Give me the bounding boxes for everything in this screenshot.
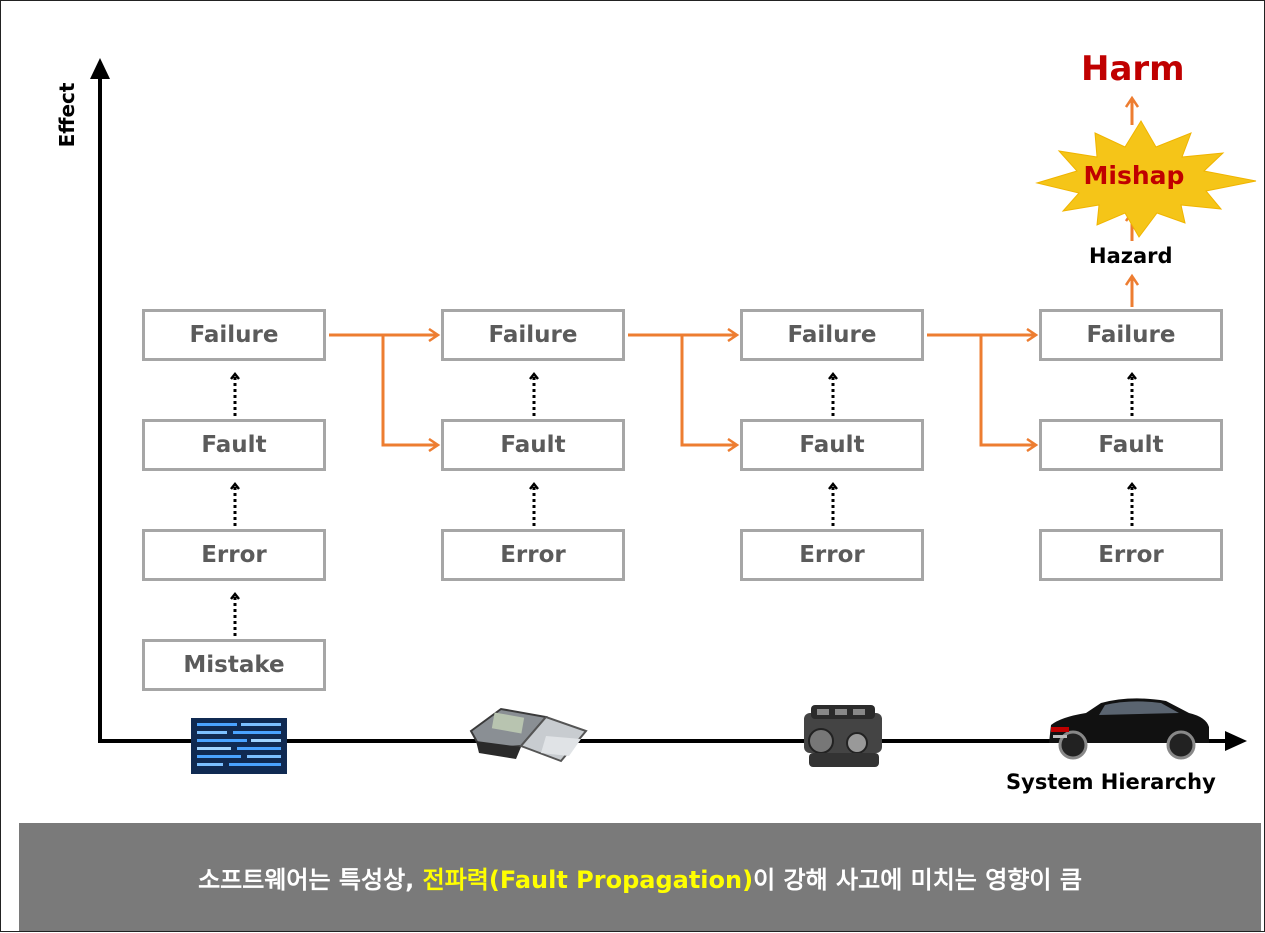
engine-image xyxy=(804,705,882,767)
car-image xyxy=(1049,698,1209,760)
y-axis xyxy=(90,58,110,741)
code-screen-image xyxy=(191,718,287,774)
error-box-3: Error xyxy=(740,529,924,581)
y-axis-label: Effect xyxy=(55,82,79,148)
failure-box-4: Failure xyxy=(1039,309,1223,361)
banner-text-prefix: 소프트웨어는 특성상, xyxy=(198,865,423,894)
propagation-arrows xyxy=(329,99,1132,445)
ecu-module-image xyxy=(469,707,588,763)
error-box-4: Error xyxy=(1039,529,1223,581)
fault-box-2: Fault xyxy=(441,419,625,471)
banner-text-highlight: 전파력(Fault Propagation) xyxy=(422,865,754,894)
mistake-box-1: Mistake xyxy=(142,639,326,691)
failure-box-1: Failure xyxy=(142,309,326,361)
error-box-2: Error xyxy=(441,529,625,581)
dotted-arrows xyxy=(230,371,1137,636)
fault-box-4: Fault xyxy=(1039,419,1223,471)
fault-box-1: Fault xyxy=(142,419,326,471)
mishap-burst-icon xyxy=(1035,120,1257,238)
failure-box-2: Failure xyxy=(441,309,625,361)
error-box-1: Error xyxy=(142,529,326,581)
banner-text-suffix: 이 강해 사고에 미치는 영향이 큼 xyxy=(753,865,1082,894)
summary-banner: 소프트웨어는 특성상, 전파력(Fault Propagation)이 강해 사… xyxy=(19,823,1261,931)
mishap-label: Mishap xyxy=(1083,161,1185,190)
failure-box-3: Failure xyxy=(740,309,924,361)
x-axis-label: System Hierarchy xyxy=(1006,770,1216,794)
hazard-label: Hazard xyxy=(1089,244,1173,268)
fault-box-3: Fault xyxy=(740,419,924,471)
harm-label: Harm xyxy=(1081,49,1185,89)
